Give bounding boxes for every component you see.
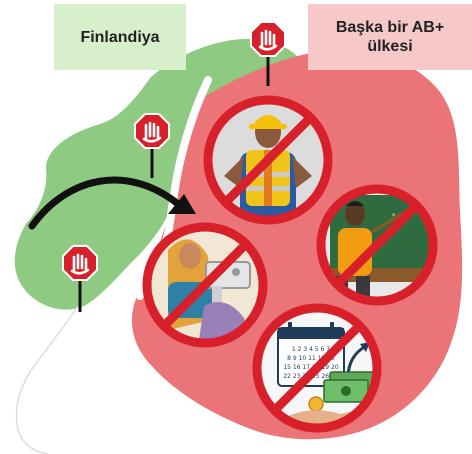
- svg-text:1 2 3 4 5 6 7: 1 2 3 4 5 6 7: [292, 346, 330, 353]
- curved-arrow-icon: [28, 176, 196, 230]
- svg-text:* .:: * .:: [392, 212, 402, 220]
- seamstress-prohibited: [142, 222, 268, 348]
- stop-sign-icon: [134, 113, 170, 178]
- stop-sign-icon: [62, 245, 98, 312]
- stop-sign-icon: [250, 21, 286, 86]
- svg-text:15 16 17 18 19 20: 15 16 17 18 19 20: [283, 364, 339, 371]
- other-eu-label: Başka bir AB+ ülkesi: [308, 4, 472, 70]
- route-line: [15, 305, 79, 454]
- svg-text:8 9 10 11 12 13: 8 9 10 11 12 13: [287, 355, 335, 362]
- finland-label-text: Finlandiya: [80, 28, 160, 46]
- other-eu-label-line2: ülkesi: [367, 38, 413, 55]
- calendar-money-prohibited: 1 2 3 4 5 6 7 8 9 10 11 12 13 15 16 17 1…: [252, 303, 382, 433]
- other-eu-label-line1: Başka bir AB+: [335, 19, 445, 36]
- construction-worker-prohibited: [203, 95, 333, 225]
- teacher-icon: * .:: [321, 195, 433, 301]
- finland-label: Finlandiya: [54, 4, 186, 70]
- teacher-prohibited: * .:: [316, 184, 438, 306]
